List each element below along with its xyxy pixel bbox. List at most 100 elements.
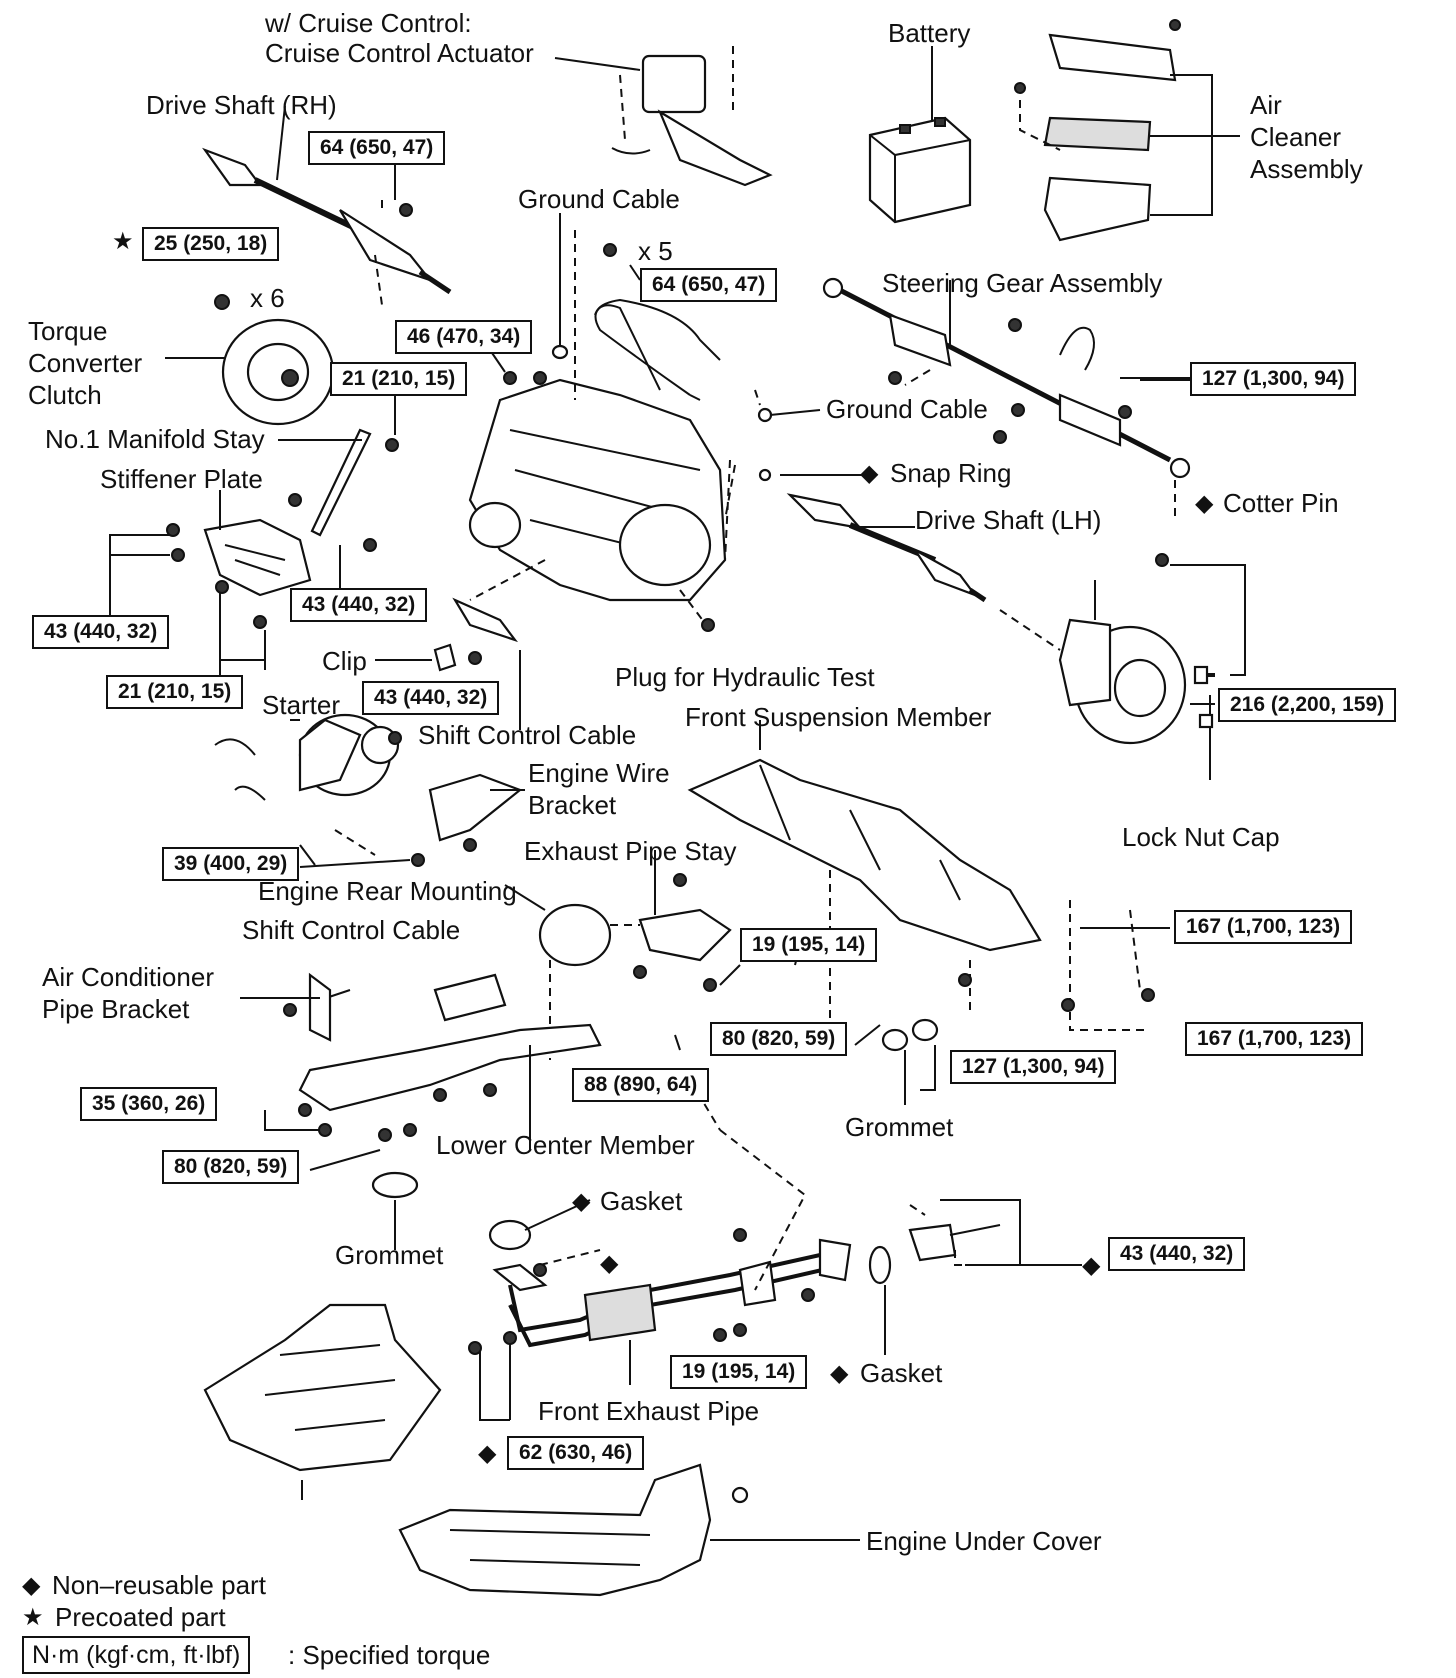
torque-box: 88 (890, 64) [572,1068,710,1102]
engine-under-cover [398,1463,860,1597]
label-shift-control-cable-1: Shift Control Cable [418,720,637,750]
label-steering-gear-assembly: Steering Gear Assembly [882,268,1163,298]
legend-specified-torque: : Specified torque [288,1640,491,1670]
grommets [371,1018,939,1250]
star-precoated-marker: ★ [112,228,134,255]
label-plug-hydraulic-test: Plug for Hydraulic Test [615,662,875,692]
torque-box: 127 (1,300, 94) [950,1050,1117,1084]
label-engine-rear-mounting: Engine Rear Mounting [258,876,517,906]
label-gasket-1: Gasket [600,1186,683,1216]
label-front-exhaust-pipe: Front Exhaust Pipe [538,1396,760,1426]
engine-wire-bracket [428,773,525,842]
torque-box: 21 (210, 15) [330,362,468,396]
label-clip: Clip [322,646,367,676]
label-x5: x 5 [638,236,673,266]
torque-box: 167 (1,700, 123) [1174,910,1353,944]
torque-box: 39 (400, 29) [162,847,300,881]
battery [868,46,972,224]
legend-diamond-icon: ◆ [22,1572,41,1599]
legend-star-icon: ★ [22,1604,44,1631]
torque-box: 19 (195, 14) [670,1355,808,1389]
drive-shaft-rh [202,105,452,306]
diamond-cotter-pin: ◆ [1195,490,1214,517]
label-torque-3: Clutch [28,380,102,410]
control-cable [594,298,721,401]
label-torque-1: Torque [28,316,108,346]
label-air-cleaner-3: Assembly [1250,154,1363,184]
label-lower-center-member: Lower Center Member [436,1130,695,1160]
label-engine-under-cover: Engine Under Cover [866,1526,1102,1556]
label-manifold-stay: No.1 Manifold Stay [45,424,265,454]
shift-cable-end [375,559,546,730]
label-ac-pipe-2: Pipe Bracket [42,994,190,1024]
torque-box: 19 (195, 14) [740,928,878,962]
steering-gear-assembly [822,277,1191,520]
torque-box: 35 (360, 26) [80,1087,218,1121]
diamond-snap-ring: ◆ [860,460,879,487]
torque-box: 43 (440, 32) [1108,1237,1246,1271]
label-grommet-1: Grommet [845,1112,954,1142]
torque-box: 80 (820, 59) [710,1022,848,1056]
torque-box: 46 (470, 34) [395,320,533,354]
bolts [166,19,1181,1355]
starter [214,713,411,868]
drive-shaft-lh [724,464,1061,651]
label-engine-wire-1: Engine Wire [528,758,670,788]
legend-non-reusable: Non–reusable part [52,1570,266,1600]
label-snap-ring: Snap Ring [890,458,1012,488]
label-drive-shaft-lh: Drive Shaft (LH) [915,505,1102,535]
torque-box: 43 (440, 32) [362,681,500,715]
engine-rear-mounting [504,850,741,1060]
diamond-gasket-1: ◆ [572,1188,591,1215]
label-cruise-control-actuator: Cruise Control Actuator [265,38,534,68]
diamond-pipe-flange: ◆ [600,1250,619,1277]
front-exhaust-pipe [479,1079,1082,1421]
manifold-stay [278,370,396,537]
diamond-gasket-2: ◆ [830,1360,849,1387]
label-lock-nut-cap: Lock Nut Cap [1122,822,1280,852]
label-stiffener-plate: Stiffener Plate [100,464,263,494]
torque-box: 43 (440, 32) [290,588,428,622]
label-x6: x 6 [250,283,285,313]
cruise-control-actuator [554,46,773,187]
label-engine-wire-2: Bracket [528,790,617,820]
label-ground-cable-mid: Ground Cable [826,394,988,424]
torque-box: 21 (210, 15) [106,675,244,709]
side-under-cover [203,1303,442,1500]
torque-box: 43 (440, 32) [32,615,170,649]
label-battery: Battery [888,18,971,48]
label-air-cleaner-1: Air [1250,90,1282,120]
torque-box: 80 (820, 59) [162,1150,300,1184]
label-drive-shaft-rh: Drive Shaft (RH) [146,90,337,120]
knuckle-hub [1058,564,1246,780]
label-cruise-control: w/ Cruise Control: [265,8,472,38]
label-exhaust-pipe-stay: Exhaust Pipe Stay [524,836,737,866]
torque-box: 64 (650, 47) [308,131,446,165]
label-air-cleaner-2: Cleaner [1250,122,1342,152]
label-ac-pipe-1: Air Conditioner [42,962,214,992]
torque-box: 167 (1,700, 123) [1185,1022,1364,1056]
label-front-suspension-member: Front Suspension Member [685,702,992,732]
label-ground-cable-top: Ground Cable [518,184,680,214]
torque-box: 216 (2,200, 159) [1218,688,1397,722]
diamond-flange-bolts: ◆ [1082,1252,1101,1279]
legend-precoated: Precoated part [55,1602,226,1632]
diamond-exhaust-bolts: ◆ [478,1440,497,1467]
lower-center-member [240,972,602,1171]
label-grommet-2: Grommet [335,1240,444,1270]
air-cleaner-assembly [1019,33,1240,242]
label-cotter-pin: Cotter Pin [1223,488,1339,518]
legend-torque-unit: N·m (kgf·cm, ft·lbf) [22,1636,251,1674]
torque-converter-clutch [165,294,335,426]
torque-box: 62 (630, 46) [507,1436,645,1470]
ground-cable-mid [754,389,821,423]
label-torque-2: Converter [28,348,143,378]
front-suspension-member [687,720,1170,1031]
transaxle [468,230,731,631]
torque-box: 25 (250, 18) [142,227,280,261]
label-starter: Starter [262,690,341,720]
label-gasket-2: Gasket [860,1358,943,1388]
torque-box: 127 (1,300, 94) [1190,362,1357,396]
torque-box: 64 (650, 47) [640,268,778,302]
